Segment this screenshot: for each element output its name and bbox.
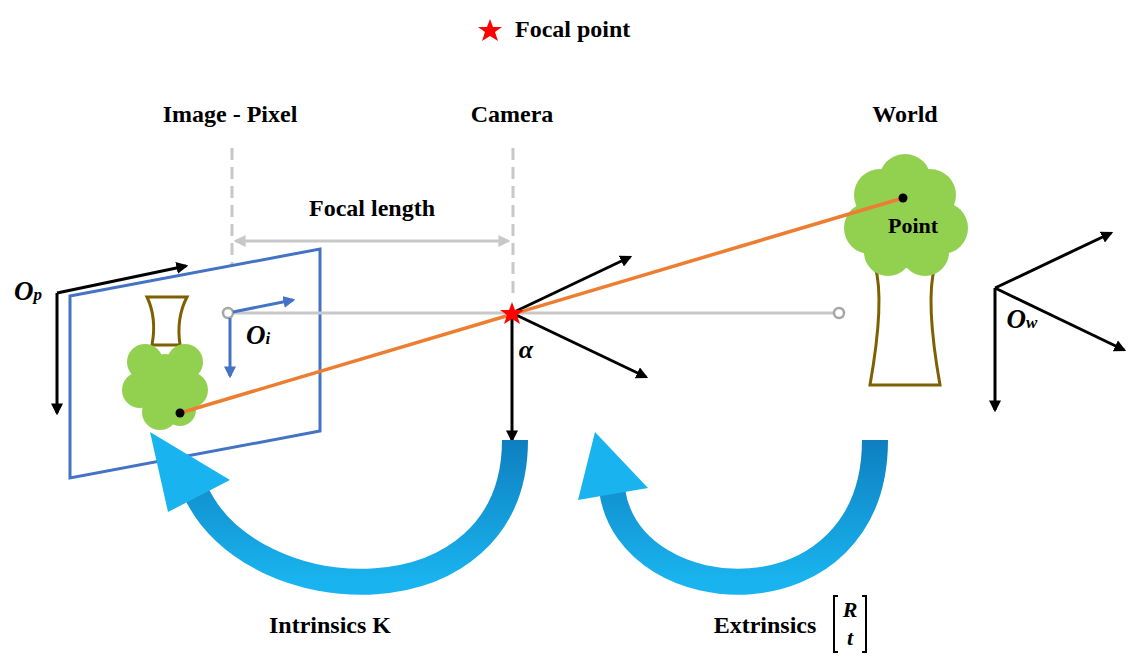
axis-arrow xyxy=(511,313,514,440)
axis-end xyxy=(834,308,844,318)
legend-entry: Focal point xyxy=(515,16,630,42)
angle-label: α xyxy=(519,336,533,365)
panel-heading: World xyxy=(872,101,937,127)
image-plane xyxy=(70,249,320,478)
frame-label: Ow xyxy=(1007,305,1038,335)
axis-arrow xyxy=(229,318,232,376)
intrinsics-arrow xyxy=(150,432,515,582)
matrix-bracket xyxy=(834,596,838,652)
axis-arrow xyxy=(994,288,997,410)
world-tree xyxy=(844,154,968,385)
guide-line xyxy=(512,148,515,300)
extrinsics-arrow xyxy=(578,432,875,582)
panel-heading: Image - Pixel xyxy=(163,101,298,127)
point-label: Point xyxy=(888,214,938,238)
world-point xyxy=(899,194,908,203)
axis-arrow xyxy=(995,233,1111,288)
dimension-label: Focal length xyxy=(309,195,435,221)
transform-label: Intrinsics K xyxy=(269,612,391,638)
matrix-entry: t xyxy=(847,626,853,650)
focal-star-symbol xyxy=(478,19,502,41)
frame-label: Op xyxy=(14,277,42,307)
axis-arrow xyxy=(56,293,59,413)
focal-length-arrow xyxy=(236,240,508,243)
panel-heading: Camera xyxy=(471,101,554,127)
principal-point xyxy=(223,308,233,318)
frame-label: Oi xyxy=(246,321,270,351)
matrix-bracket xyxy=(862,596,866,652)
matrix-entry: R xyxy=(843,598,858,622)
axis-arrow xyxy=(233,300,293,312)
projection-ray xyxy=(180,198,903,413)
principal-axis xyxy=(232,312,834,315)
focal-star-symbol xyxy=(500,302,524,324)
legend-text: Focal point xyxy=(515,16,630,42)
image-point xyxy=(176,409,185,418)
axis-arrow xyxy=(512,313,646,377)
axis-arrow xyxy=(995,288,1124,350)
transform-label: Extrinsics xyxy=(714,612,817,638)
